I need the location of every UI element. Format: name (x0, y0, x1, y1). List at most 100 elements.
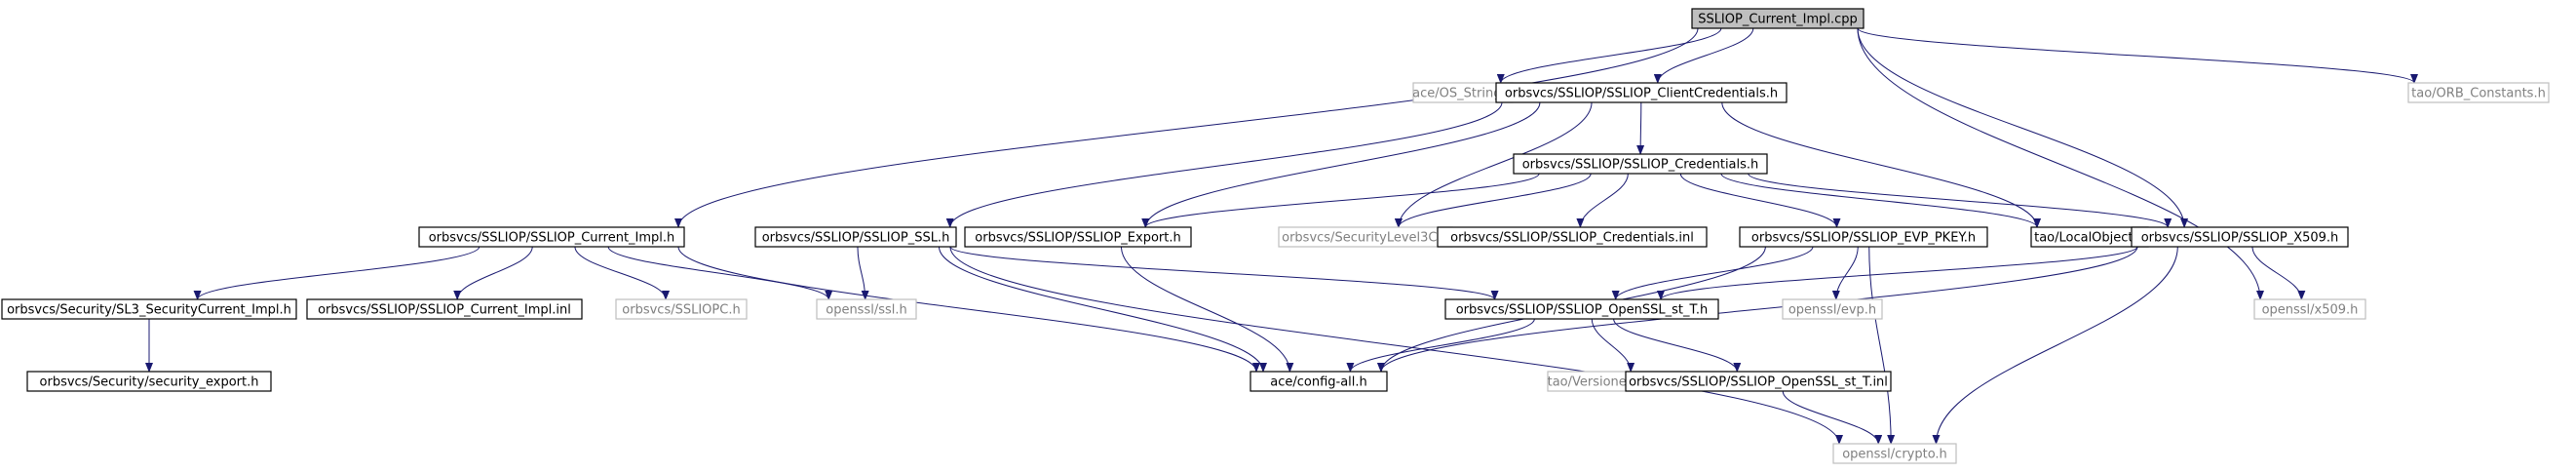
node-box-credentials_inl (1437, 226, 1708, 248)
edge-x509_h-to-openssl_x509 (2251, 246, 2306, 300)
node-label-current_impl_inl: orbsvcs/SSLIOP/SSLIOP_Current_Impl.inl (318, 303, 571, 318)
node-evp_pkey[interactable]: orbsvcs/SSLIOP/SSLIOP_EVP_PKEY.h (1739, 226, 1988, 248)
node-box-current_impl_inl (306, 298, 583, 320)
node-label-security_level3: orbsvcs/SecurityLevel3C.h (1282, 231, 1449, 246)
node-box-security_export (26, 371, 272, 392)
node-box-ssliopc (615, 298, 748, 320)
node-box-sl3_current_impl (1, 298, 297, 320)
node-label-evp_pkey: orbsvcs/SSLIOP/SSLIOP_EVP_PKEY.h (1751, 231, 1976, 246)
node-box-evp_pkey (1739, 226, 1988, 248)
node-export_h[interactable]: orbsvcs/SSLIOP/SSLIOP_Export.h (964, 226, 1192, 248)
node-x509_h[interactable]: orbsvcs/SSLIOP/SSLIOP_X509.h (2131, 226, 2349, 248)
node-box-openssl_st_t_inl (1625, 371, 1892, 392)
edge-root-to-openssl_x509 (1857, 27, 2264, 300)
edge-export_h-to-ace_config_all (1120, 246, 1294, 373)
edge-ssl_h-to-ace_config_all (939, 246, 1267, 373)
node-box-openssl_evp (1782, 298, 1883, 320)
edge-x509_h-to-openssl_crypto (1932, 246, 2178, 445)
node-box-ace_config_all (1250, 371, 1388, 392)
node-box-openssl_crypto (1832, 443, 1957, 464)
node-box-openssl_st_t (1444, 298, 1719, 320)
node-label-sl3_current_impl: orbsvcs/Security/SL3_SecurityCurrent_Imp… (7, 303, 291, 318)
node-box-current_impl_h (418, 226, 685, 248)
edge-client_credentials-to-security_level3 (1394, 101, 1593, 228)
edge-openssl_st_t_inl-to-openssl_crypto (1782, 390, 1883, 445)
node-current_impl_inl[interactable]: orbsvcs/SSLIOP/SSLIOP_Current_Impl.inl (306, 298, 583, 320)
edge-ssl_h-to-openssl_crypto (949, 246, 1843, 445)
node-label-ssl_h: orbsvcs/SSLIOP/SSLIOP_SSL.h (762, 231, 950, 246)
node-ssliopc: orbsvcs/SSLIOPC.h (615, 298, 748, 320)
node-label-openssl_st_t: orbsvcs/SSLIOP/SSLIOP_OpenSSL_st_T.h (1456, 303, 1709, 318)
node-ssl_h[interactable]: orbsvcs/SSLIOP/SSLIOP_SSL.h (754, 226, 957, 248)
edge-root-to-current_impl_h (674, 27, 1699, 228)
edge-ssl_h-to-openssl_st_t (949, 246, 1499, 300)
node-label-openssl_x509: openssl/x509.h (2262, 303, 2359, 318)
node-credentials[interactable]: orbsvcs/SSLIOP/SSLIOP_Credentials.h (1513, 153, 1768, 175)
node-openssl_st_t_inl[interactable]: orbsvcs/SSLIOP/SSLIOP_OpenSSL_st_T.inl (1625, 371, 1892, 392)
node-label-x509_h: orbsvcs/SSLIOP/SSLIOP_X509.h (2141, 231, 2339, 246)
node-box-openssl_ssl (816, 298, 917, 320)
edge-credentials-to-local_object (1720, 173, 2041, 228)
edge-client_credentials-to-credentials (1636, 101, 1645, 155)
edge-credentials-to-credentials_inl (1576, 173, 1629, 228)
node-openssl_st_t[interactable]: orbsvcs/SSLIOP/SSLIOP_OpenSSL_st_T.h (1444, 298, 1719, 320)
node-label-client_credentials: orbsvcs/SSLIOP/SSLIOP_ClientCredentials.… (1505, 87, 1778, 101)
node-box-x509_h (2131, 226, 2349, 248)
node-openssl_x509: openssl/x509.h (2253, 298, 2366, 320)
edge-current_impl_h-to-current_impl_inl (453, 246, 533, 300)
node-box-root (1691, 8, 1865, 29)
edge-evp_pkey-to-openssl_crypto (1868, 246, 1896, 445)
node-label-root: SSLIOP_Current_Impl.cpp (1698, 13, 1858, 27)
edges-layer (145, 27, 2418, 445)
node-label-credentials: orbsvcs/SSLIOP/SSLIOP_Credentials.h (1522, 158, 1759, 173)
node-security_level3: orbsvcs/SecurityLevel3C.h (1278, 226, 1453, 248)
node-label-security_export: orbsvcs/Security/security_export.h (40, 375, 259, 390)
edge-ssl_h-to-openssl_ssl (857, 246, 869, 300)
node-box-ssl_h (754, 226, 957, 248)
node-label-orb_constants: tao/ORB_Constants.h (2411, 87, 2546, 101)
edge-openssl_st_t-to-versioned_namespace (1591, 318, 1635, 373)
node-local_object[interactable]: tao/LocalObject.h (2030, 226, 2149, 248)
node-box-orb_constants (2407, 82, 2550, 103)
node-sl3_current_impl[interactable]: orbsvcs/Security/SL3_SecurityCurrent_Imp… (1, 298, 297, 320)
node-box-client_credentials (1495, 82, 1788, 103)
node-ace_os_string: ace/OS_String.h (1412, 82, 1514, 103)
edge-current_impl_h-to-openssl_ssl (607, 246, 833, 300)
edge-x509_h-to-openssl_st_t (1657, 246, 2138, 300)
edge-root-to-x509_h (1857, 27, 2189, 228)
node-ace_config_all[interactable]: ace/config-all.h (1250, 371, 1388, 392)
edge-client_credentials-to-ssl_h (945, 101, 1503, 228)
node-label-export_h: orbsvcs/SSLIOP/SSLIOP_Export.h (975, 231, 1180, 246)
node-openssl_evp: openssl/evp.h (1782, 298, 1883, 320)
edge-credentials-to-x509_h (1748, 173, 2172, 228)
edge-credentials-to-evp_pkey (1679, 173, 1841, 228)
edge-openssl_st_t-to-ace_config_all (1346, 318, 1535, 373)
node-orb_constants: tao/ORB_Constants.h (2407, 82, 2550, 103)
edge-current_impl_h-to-sl3_current_impl (193, 246, 481, 300)
node-current_impl_h[interactable]: orbsvcs/SSLIOP/SSLIOP_Current_Impl.h (418, 226, 685, 248)
node-label-openssl_ssl: openssl/ssl.h (826, 303, 907, 318)
node-client_credentials[interactable]: orbsvcs/SSLIOP/SSLIOP_ClientCredentials.… (1495, 82, 1788, 103)
node-label-current_impl_h: orbsvcs/SSLIOP/SSLIOP_Current_Impl.h (429, 231, 675, 246)
node-label-ace_config_all: ace/config-all.h (1270, 375, 1367, 390)
node-openssl_ssl: openssl/ssl.h (816, 298, 917, 320)
edge-credentials-to-export_h (1141, 173, 1540, 228)
edge-root-to-ace_os_string (1496, 27, 1722, 84)
edge-client_credentials-to-local_object (1721, 101, 2041, 228)
edge-current_impl_h-to-ssliopc (574, 246, 671, 300)
node-label-openssl_crypto: openssl/crypto.h (1842, 448, 1947, 462)
node-label-local_object: tao/LocalObject.h (2034, 231, 2145, 246)
node-security_export[interactable]: orbsvcs/Security/security_export.h (26, 371, 272, 392)
node-credentials_inl[interactable]: orbsvcs/SSLIOP/SSLIOP_Credentials.inl (1437, 226, 1708, 248)
node-box-openssl_x509 (2253, 298, 2366, 320)
edge-client_credentials-to-export_h (1141, 101, 1541, 228)
nodes-layer: SSLIOP_Current_Impl.cppace/OS_String.hor… (1, 8, 2550, 464)
node-box-export_h (964, 226, 1192, 248)
edge-x509_h-to-ace_config_all (1377, 246, 2138, 373)
edge-evp_pkey-to-openssl_evp (1831, 246, 1859, 300)
node-openssl_crypto: openssl/crypto.h (1832, 443, 1957, 464)
node-label-credentials_inl: orbsvcs/SSLIOP/SSLIOP_Credentials.inl (1450, 231, 1694, 246)
node-box-credentials (1513, 153, 1768, 175)
edge-root-to-client_credentials (1653, 27, 1754, 84)
